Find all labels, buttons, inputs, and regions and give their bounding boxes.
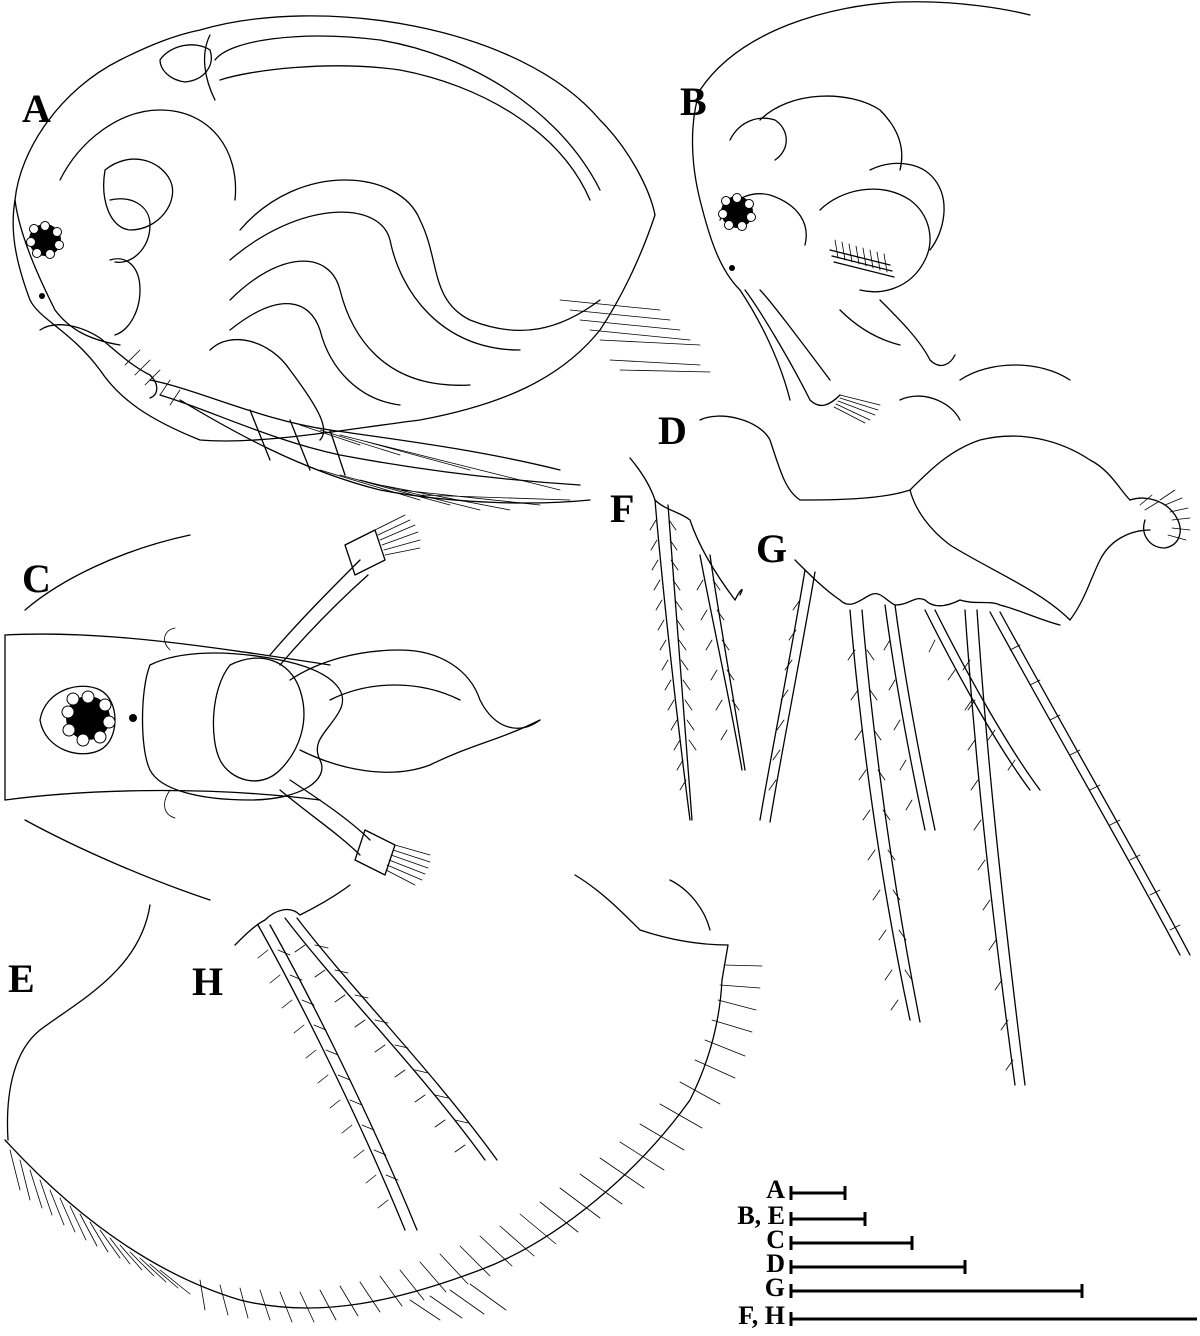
scale-bar-d: D [766,1249,967,1278]
scale-bar-label-b-e: B, E [737,1201,785,1230]
panel-label-a: A [22,86,51,131]
scale-bar-label-f-h: F, H [738,1301,785,1330]
panel-label-h: H [192,959,223,1004]
scale-bar-b-e: B, E [737,1201,867,1230]
scale-bar-label-a: A [766,1175,785,1204]
panel-b-drawing [691,1,1031,424]
scale-bars: A B, E C D G F, [737,1175,1197,1330]
panel-label-f: F [610,486,634,531]
panel-label-b: B [680,79,707,124]
scale-bar-c: C [766,1225,914,1254]
panel-g-drawing [759,559,1191,1086]
scale-bar-label-d: D [766,1249,785,1278]
panel-label-g: G [756,526,787,571]
panel-c-drawing [4,514,541,901]
panel-a-drawing [12,15,711,511]
scale-bar-g: G [765,1273,1084,1302]
panel-label-d: D [658,408,687,453]
scale-bar-a: A [766,1175,847,1204]
scale-bar-label-c: C [766,1225,785,1254]
scale-bar-label-g: G [765,1273,785,1302]
panel-f-drawing [629,457,746,821]
panel-h-drawing [234,884,498,1231]
panel-e-drawing [4,874,763,1323]
panel-d-drawing [699,364,1191,621]
scale-bar-f-h: F, H [738,1301,1197,1330]
panel-label-c: C [22,556,51,601]
panel-label-e: E [8,956,35,1001]
